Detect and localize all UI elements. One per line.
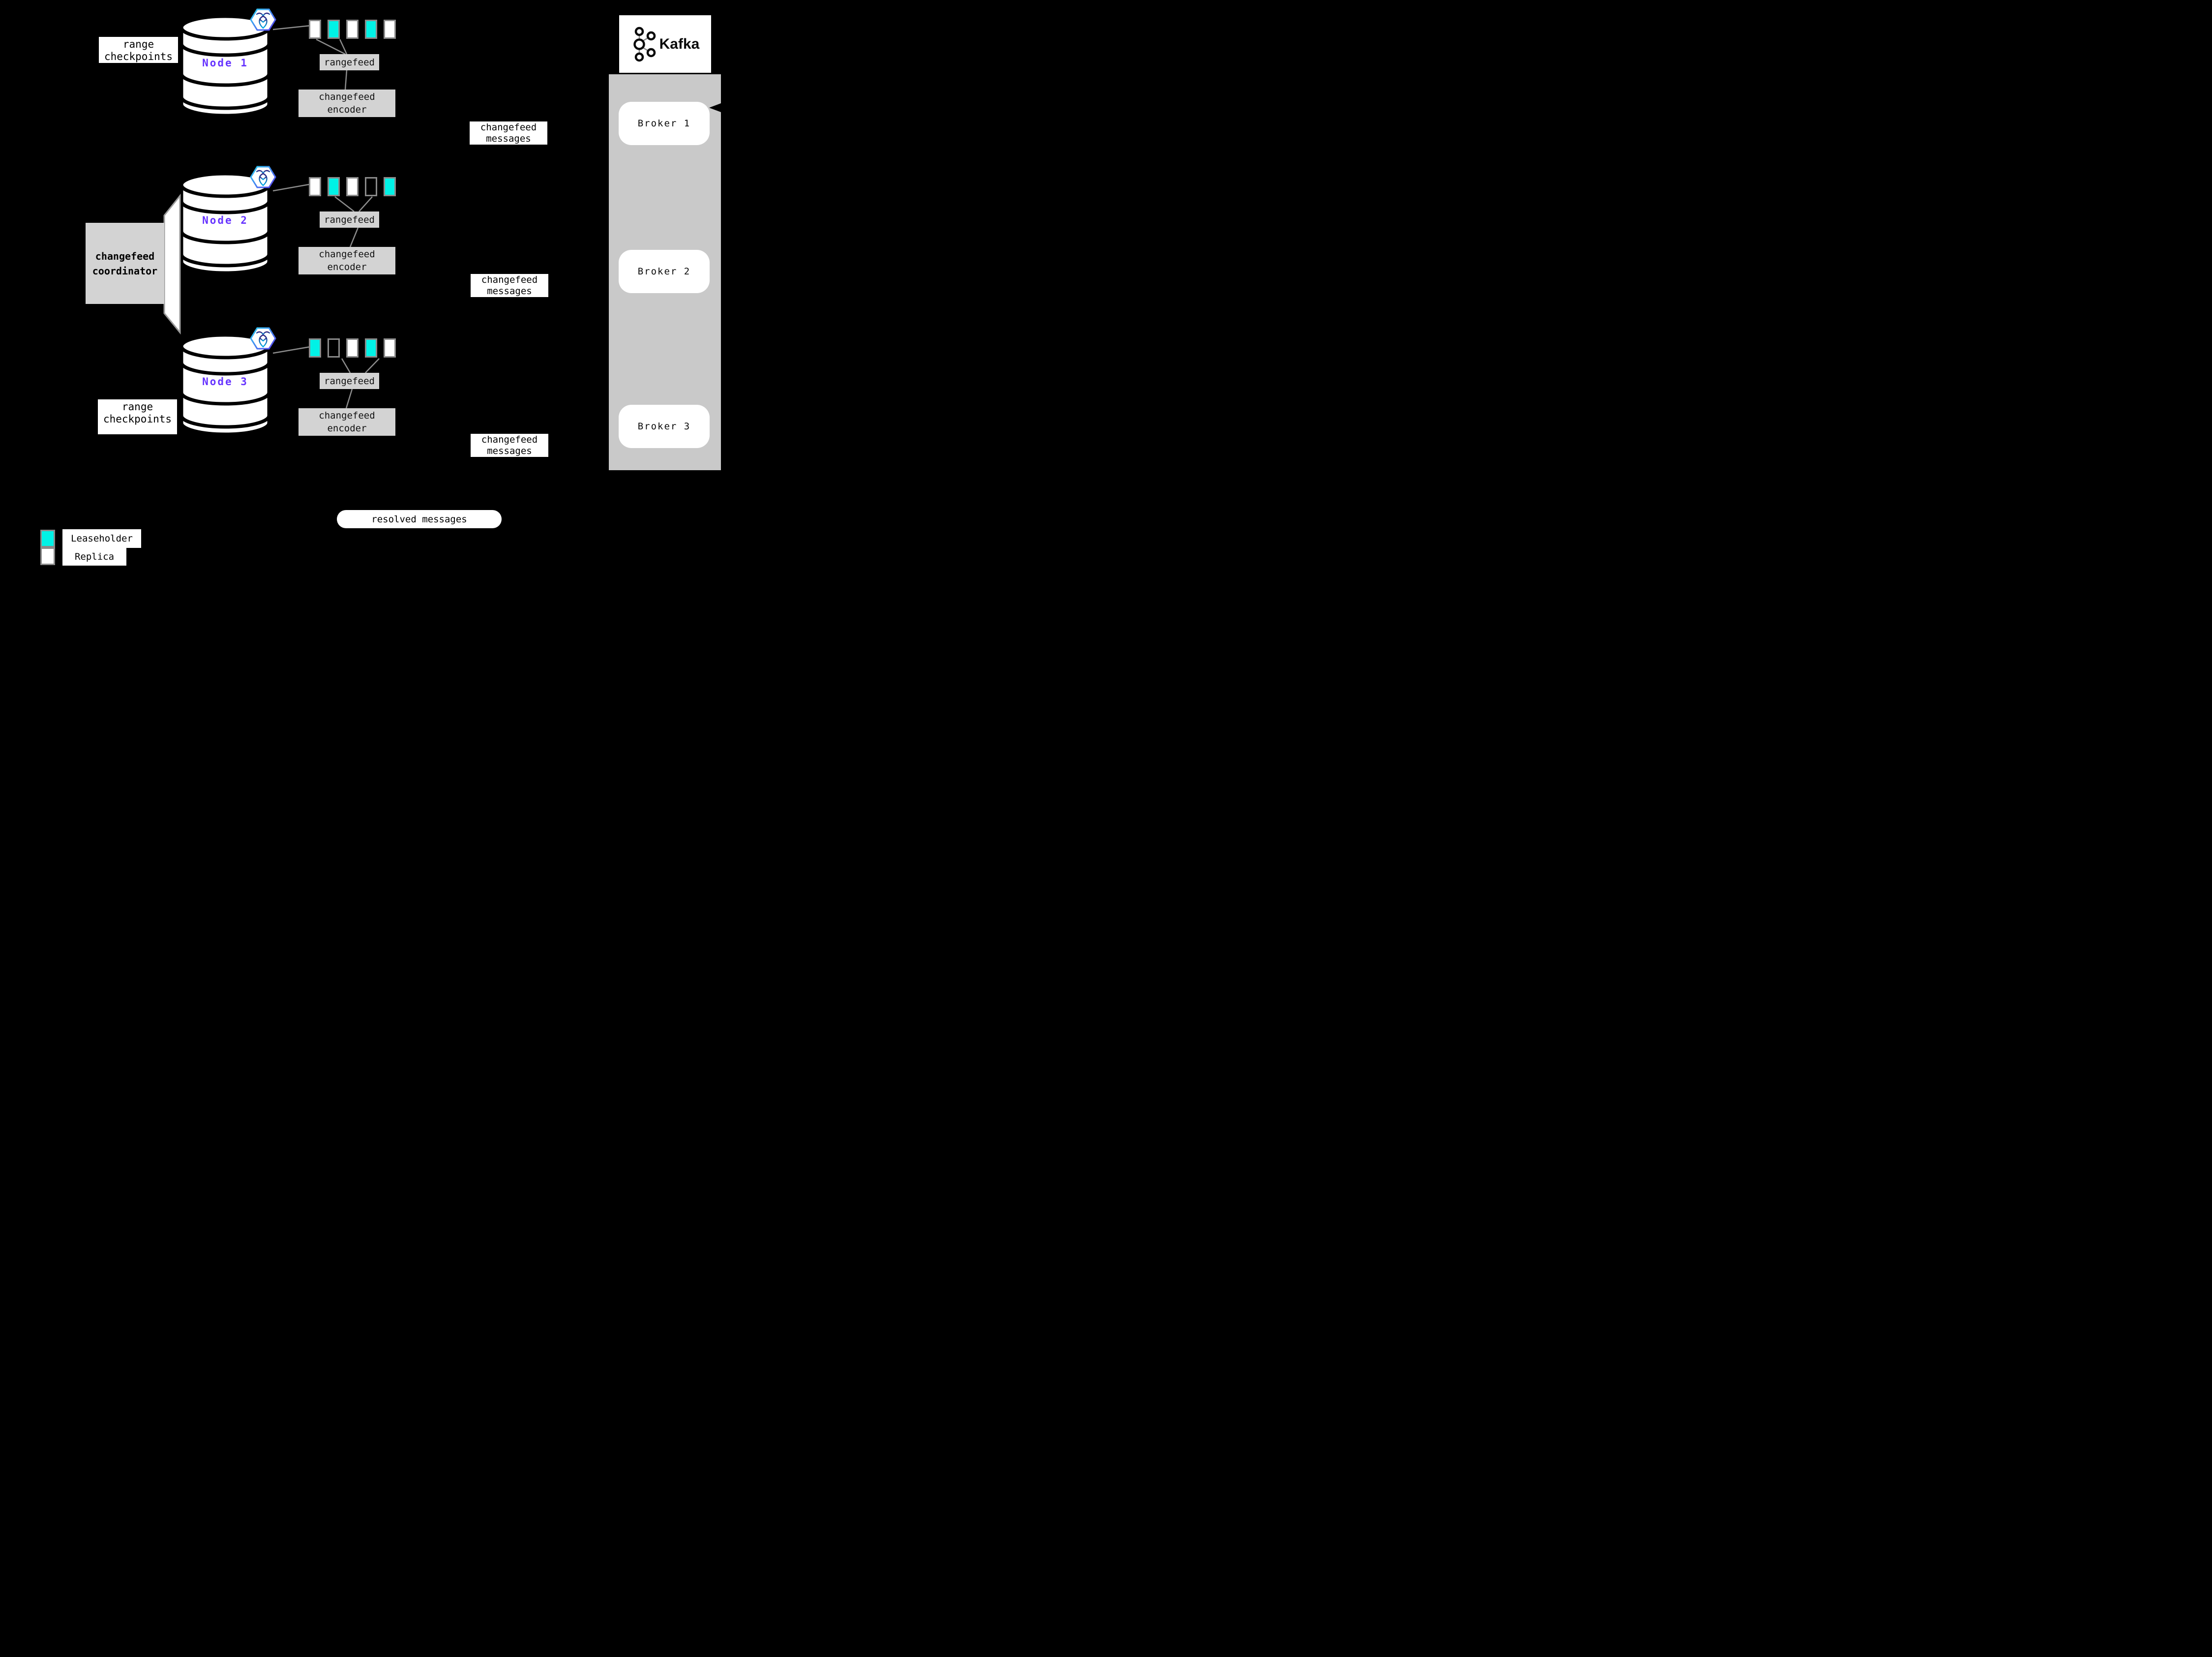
legend-leaseholder-label: Leaseholder [62,529,141,548]
changefeed-messages-label-1: changefeed messages [470,121,547,145]
arrowhead-into-broker-1 [709,103,721,112]
range-square-replica [346,338,359,358]
range-checkpoints-label-top: range checkpoints [99,37,178,63]
range-square-leaseholder [328,177,340,196]
broker-2: Broker 2 [619,250,710,293]
cockroachdb-logo-icon [250,166,276,188]
node-1-rangefeed-box: rangefeed [320,54,379,70]
changefeed-architecture-diagram: Node 1 rangefeed changefeed encoder Node… [0,0,771,577]
range-square-leaseholder [384,177,396,196]
node-3-changefeed-encoder-box: changefeed encoder [299,408,395,436]
range-square-none [328,338,340,358]
kafka-broker-container: Broker 1 Broker 2 Broker 3 [609,74,721,470]
encoder-line1: changefeed [319,249,375,260]
cockroachdb-logo-icon [250,8,276,31]
changefeed-messages-label-2: changefeed messages [471,274,548,297]
range-square-replica [309,20,321,39]
kafka-wordmark: Kafka [659,35,700,52]
node-2-changefeed-encoder-box: changefeed encoder [299,247,395,274]
range-checkpoints-label-bottom: range checkpoints [98,399,177,434]
range-square-none [365,177,377,196]
node-3-label: Node 3 [202,376,248,388]
node-3-rangefeed-box: rangefeed [320,373,379,389]
encoder-line2: encoder [327,104,367,115]
encoder-line1: changefeed [319,91,375,102]
range-square-leaseholder [365,338,377,358]
cockroachdb-logo-icon [250,327,276,350]
node-1-range-squares [309,20,396,39]
range-square-replica [384,20,396,39]
legend-leaseholder-swatch [40,530,55,547]
node-3-section: Node 3 rangefeed changefeed encoder [172,324,408,452]
node-2-range-squares [309,177,396,196]
encoder-line1: changefeed [319,410,375,421]
legend-replica-label: Replica [62,548,126,566]
changefeed-messages-label-3: changefeed messages [471,434,548,457]
range-square-leaseholder [365,20,377,39]
node-2-rangefeed-box: rangefeed [320,211,379,228]
encoder-line2: encoder [327,262,367,272]
range-square-replica [309,177,321,196]
range-square-replica [346,20,359,39]
legend-replica-swatch [40,547,55,565]
resolved-messages-pill: resolved messages [337,510,502,528]
kafka-logo-icon [633,27,656,61]
encoder-line2: encoder [327,423,367,434]
broker-3: Broker 3 [619,405,710,448]
range-square-replica [346,177,359,196]
node-2-label: Node 2 [202,214,248,226]
range-square-leaseholder [309,338,321,358]
changefeed-coordinator-box: changefeed coordinator [86,223,164,304]
coordinator-flag-shape [163,193,181,335]
range-square-leaseholder [328,20,340,39]
node-3-range-squares [309,338,396,358]
node-1-label: Node 1 [202,57,248,69]
node-2-section: Node 2 rangefeed changefeed encoder [172,162,408,290]
kafka-logo-box: Kafka [619,15,711,73]
node-1-section: Node 1 rangefeed changefeed encoder [172,5,408,133]
broker-1: Broker 1 [619,102,710,145]
range-square-replica [384,338,396,358]
node-1-changefeed-encoder-box: changefeed encoder [299,90,395,117]
